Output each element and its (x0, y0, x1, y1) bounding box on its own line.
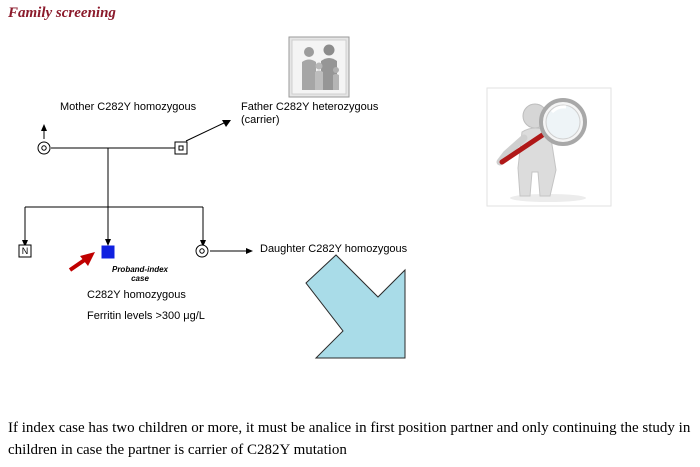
proband-ferritin: Ferritin levels >300 μg/L (87, 310, 205, 322)
family-photo-icon (288, 36, 350, 98)
proband-genotype: C282Y homozygous (87, 289, 186, 301)
proband-caption-line2: case (131, 274, 149, 283)
father-label: Father C282Y heterozygous (241, 101, 379, 113)
proband-symbol (101, 245, 115, 259)
pedigree-arrowheads (22, 120, 253, 254)
father-label-carrier: (carrier) (241, 114, 280, 126)
daughter-symbol (195, 244, 209, 258)
large-down-arrow (305, 254, 406, 359)
footer-note: If index case has two children or more, … (8, 420, 691, 458)
child-n-symbol-text: N (21, 246, 29, 256)
mother-symbol (37, 141, 51, 155)
daughter-label: Daughter C282Y homozygous (260, 243, 408, 255)
proband-pointer-arrow (68, 252, 95, 272)
mother-label: Mother C282Y homozygous (60, 101, 197, 113)
proband-caption-line1: Proband-index (111, 265, 168, 274)
page-title: Family screening (8, 5, 116, 21)
father-symbol (174, 141, 188, 155)
magnifier-person-icon (486, 87, 612, 207)
child-normal-symbol (18, 244, 32, 258)
pedigree-lines (24, 121, 248, 252)
